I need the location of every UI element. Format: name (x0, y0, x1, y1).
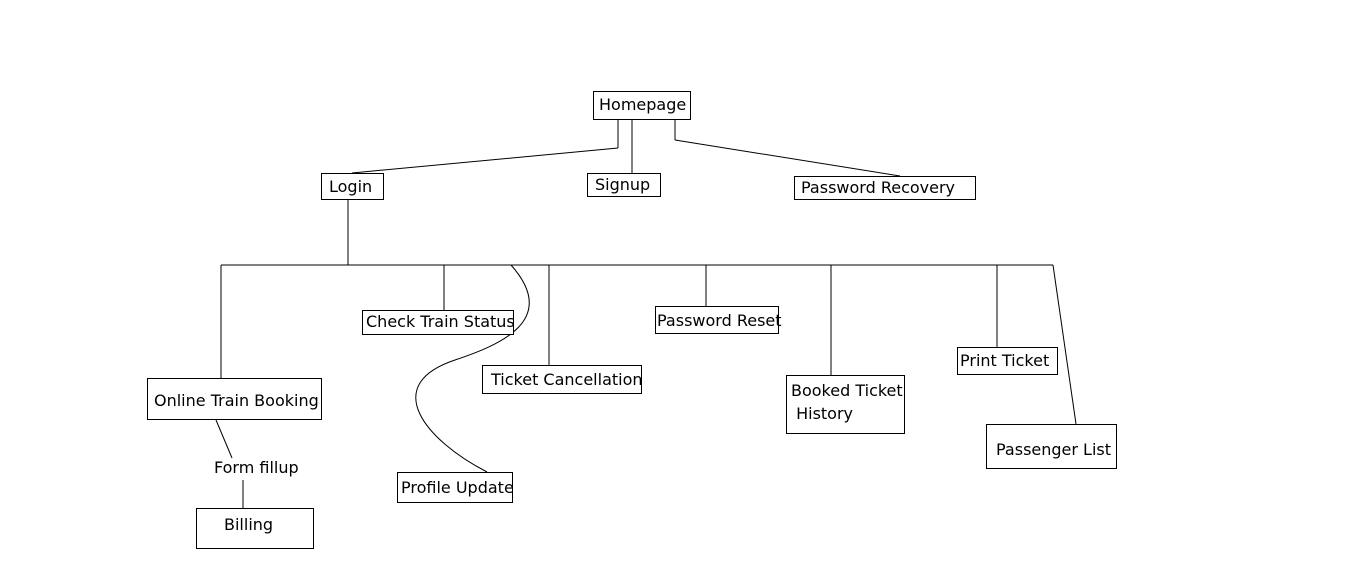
node-booked-ticket-history-label: Booked Ticket History (791, 381, 903, 423)
node-form-fillup-label: Form fillup (214, 458, 299, 477)
node-check-train-status: Check Train Status (362, 310, 515, 335)
node-online-train-booking: Online Train Booking (147, 378, 322, 420)
edge-homepage-login-diagonal (351, 147, 619, 174)
node-billing-label: Billing (224, 515, 274, 534)
node-passenger-list-label: Passenger List (996, 440, 1112, 459)
node-billing: Billing (196, 508, 314, 549)
node-profile-update-label: Profile Update (401, 478, 514, 497)
node-signup-label: Signup (595, 175, 651, 194)
node-print-ticket: Print Ticket (957, 347, 1058, 375)
node-booked-ticket-history: Booked Ticket History (786, 375, 905, 434)
node-login-label: Login (329, 177, 373, 196)
edge-homepage-password-recovery-diagonal (674, 139, 901, 177)
node-online-train-booking-label: Online Train Booking (154, 391, 319, 410)
node-form-fillup: Form fillup (214, 457, 299, 479)
node-check-train-status-label: Check Train Status (366, 312, 515, 331)
edge-booking-form-fillup (215, 419, 233, 459)
edge-bus-profile-update (415, 264, 530, 473)
node-homepage-label: Homepage (599, 95, 687, 114)
node-passenger-list: Passenger List (986, 424, 1117, 469)
node-login: Login (321, 173, 384, 200)
node-password-reset: Password Reset (655, 306, 782, 334)
node-ticket-cancellation: Ticket Cancellation (482, 365, 643, 394)
node-ticket-cancellation-label: Ticket Cancellation (491, 370, 643, 389)
node-password-recovery-label: Password Recovery (801, 178, 956, 197)
node-print-ticket-label: Print Ticket (960, 351, 1050, 370)
node-homepage: Homepage (593, 91, 691, 120)
edge-bus-passenger-list (1052, 264, 1077, 425)
node-profile-update: Profile Update (397, 472, 514, 503)
node-signup: Signup (587, 173, 661, 197)
node-password-reset-label: Password Reset (657, 311, 782, 330)
node-password-recovery: Password Recovery (794, 176, 976, 200)
